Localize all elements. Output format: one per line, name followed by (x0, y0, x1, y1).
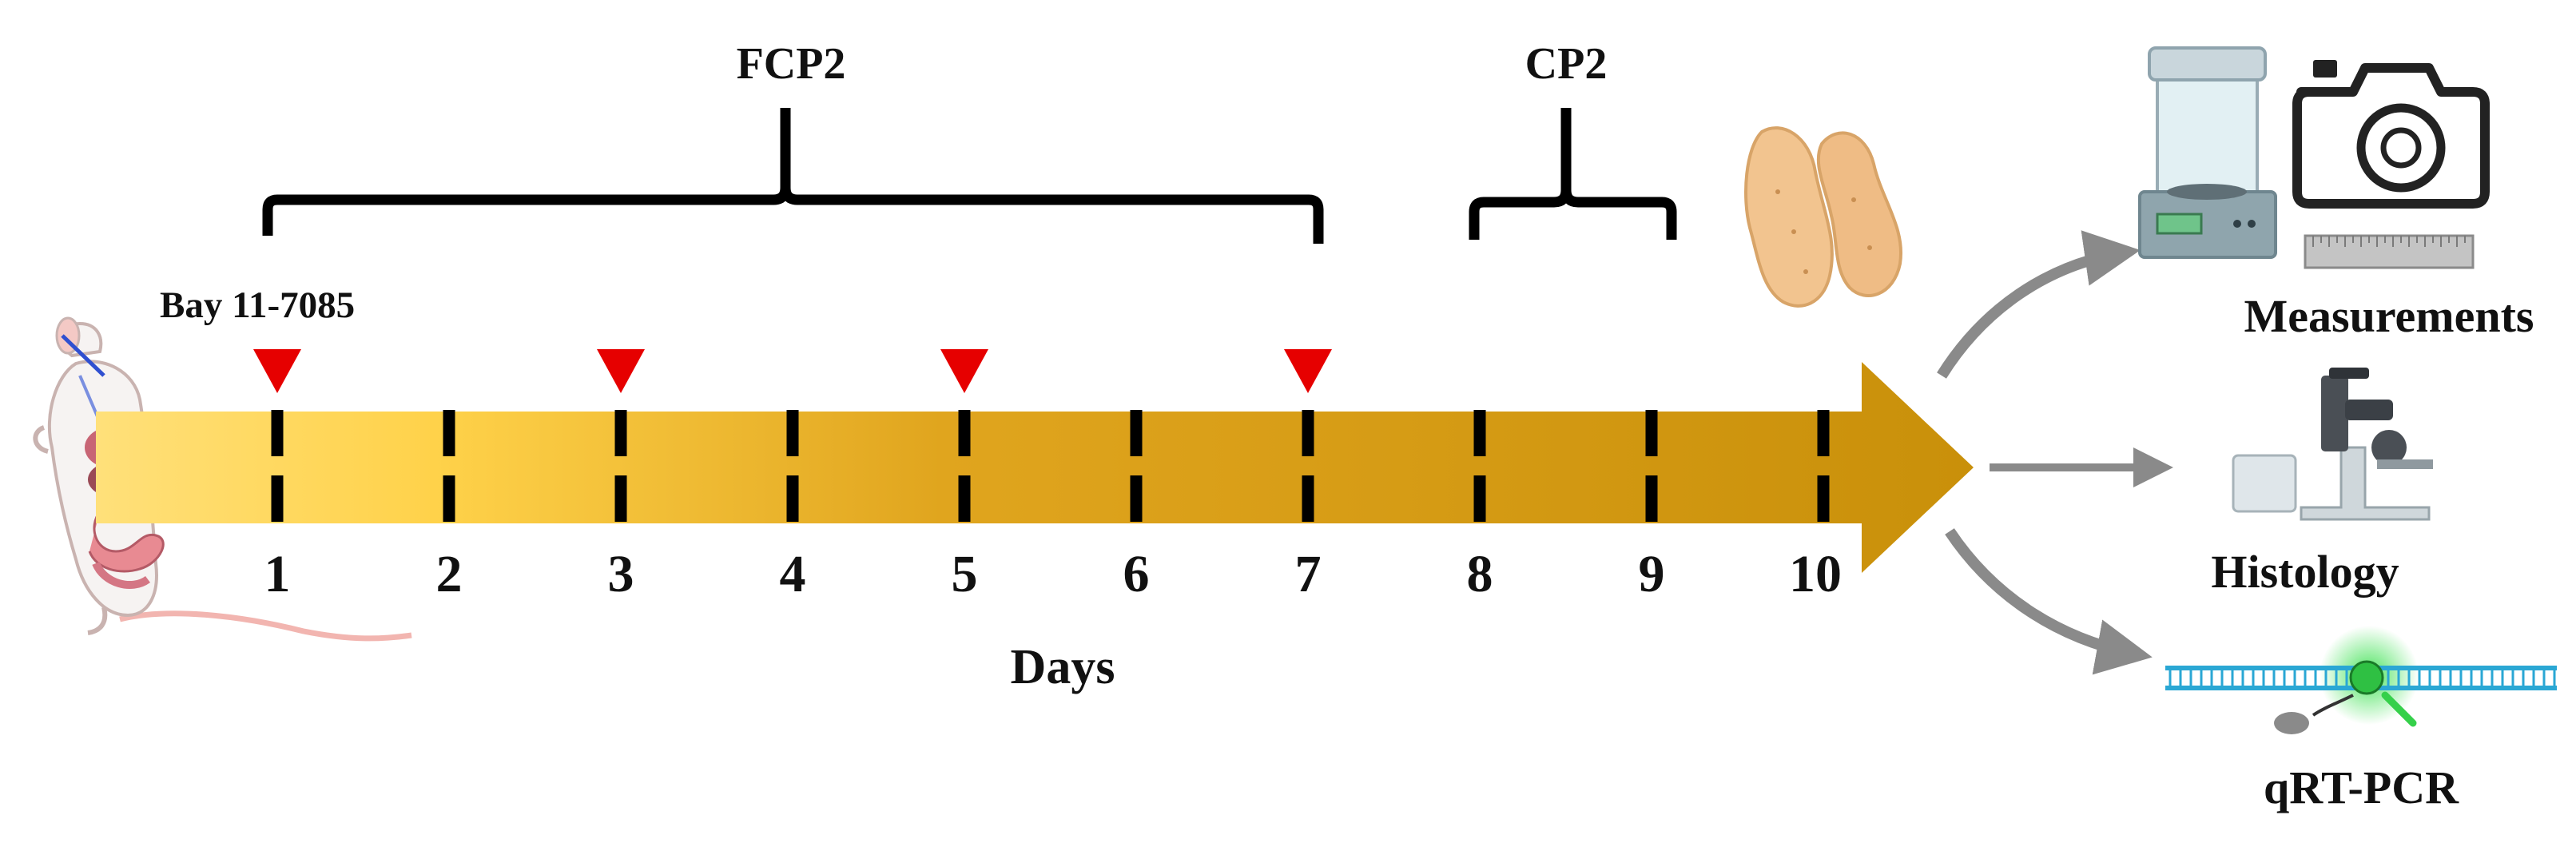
day-label-9: 9 (1639, 545, 1665, 603)
phase-bracket-cp2: CP2 (1469, 39, 1677, 240)
day-label-2: 2 (436, 545, 463, 603)
timeline-arrow (96, 362, 1974, 573)
day-label-10: 10 (1789, 545, 1842, 603)
balance-icon (2138, 46, 2277, 259)
phase-label-fcp2: FCP2 (737, 39, 846, 89)
treatment-label: Bay 11-7085 (160, 284, 355, 326)
day-label-1: 1 (264, 545, 291, 603)
outcome-label-measurements: Measurements (2244, 290, 2534, 342)
day-label-8: 8 (1467, 545, 1493, 603)
treatment-marker-day-7 (1284, 349, 1332, 393)
dna-probe-icon (2165, 626, 2557, 734)
axis-label-days: Days (1011, 640, 1115, 694)
outcome-label-histology: Histology (2211, 546, 2399, 598)
day-label-4: 4 (780, 545, 806, 603)
day-labels: 1 2 3 4 5 6 7 8 9 10 (264, 545, 1843, 603)
treatment-markers (253, 349, 1332, 393)
treatment-marker-day-3 (597, 349, 645, 393)
phase-label-cp2: CP2 (1525, 39, 1608, 89)
day-label-7: 7 (1295, 545, 1322, 603)
outcome-arrow-qrtpcr (1945, 528, 2153, 675)
phase-bracket-fcp2: FCP2 (262, 39, 1324, 244)
ruler-icon (2304, 234, 2475, 269)
pancreas-tissue-icon (1744, 126, 1903, 308)
day-label-3: 3 (608, 545, 634, 603)
outcome-label-qrtpcr: qRT-PCR (2264, 761, 2459, 813)
treatment-marker-day-1 (253, 349, 301, 393)
treatment-marker-day-5 (940, 349, 988, 393)
day-label-6: 6 (1123, 545, 1150, 603)
outcome-arrow-measurements (1937, 230, 2141, 379)
microscope-icon (2232, 368, 2433, 521)
day-ticks (271, 410, 1830, 527)
camera-icon (2292, 60, 2490, 209)
day-label-5: 5 (952, 545, 978, 603)
